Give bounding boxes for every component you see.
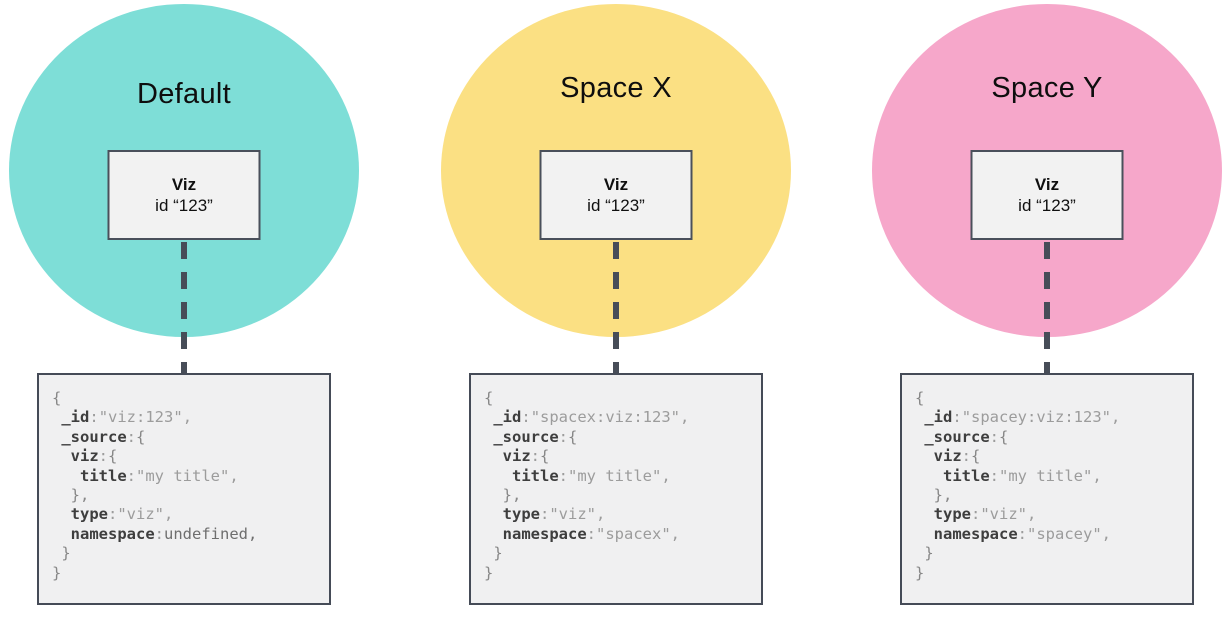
viz-node: Viz id “123” bbox=[970, 150, 1124, 240]
viz-node-label: Viz bbox=[1034, 174, 1060, 194]
viz-node-id: id “123” bbox=[1018, 195, 1076, 215]
space-title: Space Y bbox=[991, 72, 1103, 104]
viz-node-id: id “123” bbox=[155, 195, 213, 215]
viz-node-label: Viz bbox=[171, 174, 197, 194]
viz-node-id: id “123” bbox=[587, 195, 645, 215]
space-column-spacex: Space X Viz id “123” { _id:"spacex:viz:1… bbox=[441, 0, 791, 622]
saved-object-code: { _id:"spacex:viz:123", _source:{ viz:{ … bbox=[484, 389, 690, 582]
viz-node: Viz id “123” bbox=[539, 150, 693, 240]
saved-object-code-box: { _id:"spacex:viz:123", _source:{ viz:{ … bbox=[469, 373, 763, 605]
link-dashed-line bbox=[1044, 242, 1050, 373]
link-dashed-line bbox=[613, 242, 619, 373]
viz-node: Viz id “123” bbox=[107, 150, 261, 240]
space-column-spacey: Space Y Viz id “123” { _id:"spacey:viz:1… bbox=[872, 0, 1222, 622]
saved-object-code-box: { _id:"viz:123", _source:{ viz:{ title:"… bbox=[37, 373, 331, 605]
saved-object-code: { _id:"viz:123", _source:{ viz:{ title:"… bbox=[52, 389, 258, 582]
space-title: Space X bbox=[560, 72, 672, 104]
viz-node-label: Viz bbox=[603, 174, 629, 194]
space-column-default: Default Viz id “123” { _id:"viz:123", _s… bbox=[9, 0, 359, 622]
saved-object-code-box: { _id:"spacey:viz:123", _source:{ viz:{ … bbox=[900, 373, 1194, 605]
link-dashed-line bbox=[181, 242, 187, 373]
saved-object-code: { _id:"spacey:viz:123", _source:{ viz:{ … bbox=[915, 389, 1121, 582]
space-title: Default bbox=[137, 78, 231, 110]
